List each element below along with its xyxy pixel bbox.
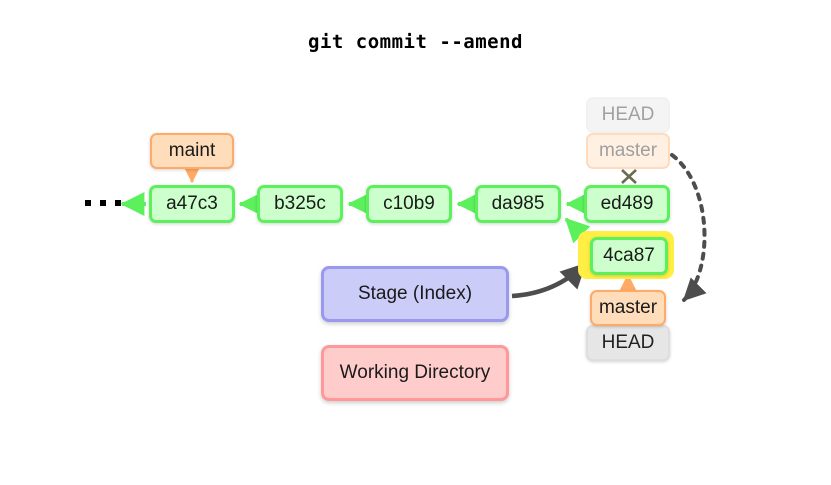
maint-branch-label[interactable]: maint <box>150 133 234 169</box>
new-head-label[interactable]: HEAD <box>586 325 670 361</box>
new-master-label[interactable]: master <box>590 290 666 326</box>
detached-x-mark <box>621 169 637 184</box>
ellipsis-dot <box>85 200 91 206</box>
old-master-label: master <box>586 133 670 169</box>
commit-node-da985[interactable]: da985 <box>475 185 561 223</box>
ellipsis-dot <box>115 200 121 206</box>
branch-move-dashed-arrow <box>670 153 707 302</box>
history-ellipsis <box>85 200 121 206</box>
ellipsis-dot <box>100 200 106 206</box>
commit-node-b325c[interactable]: b325c <box>257 185 343 223</box>
commit-node-4ca87[interactable]: 4ca87 <box>590 237 668 275</box>
stage-index-box[interactable]: Stage (Index) <box>321 266 509 322</box>
working-directory-box[interactable]: Working Directory <box>321 345 509 401</box>
stage-to-commit-arrow <box>511 262 587 299</box>
commit-node-c10b9[interactable]: c10b9 <box>366 185 452 223</box>
old-head-label: HEAD <box>586 97 670 133</box>
commit-node-ed489[interactable]: ed489 <box>584 185 670 223</box>
commit-node-a47c3[interactable]: a47c3 <box>149 185 235 223</box>
page-title: git commit --amend <box>308 31 523 53</box>
